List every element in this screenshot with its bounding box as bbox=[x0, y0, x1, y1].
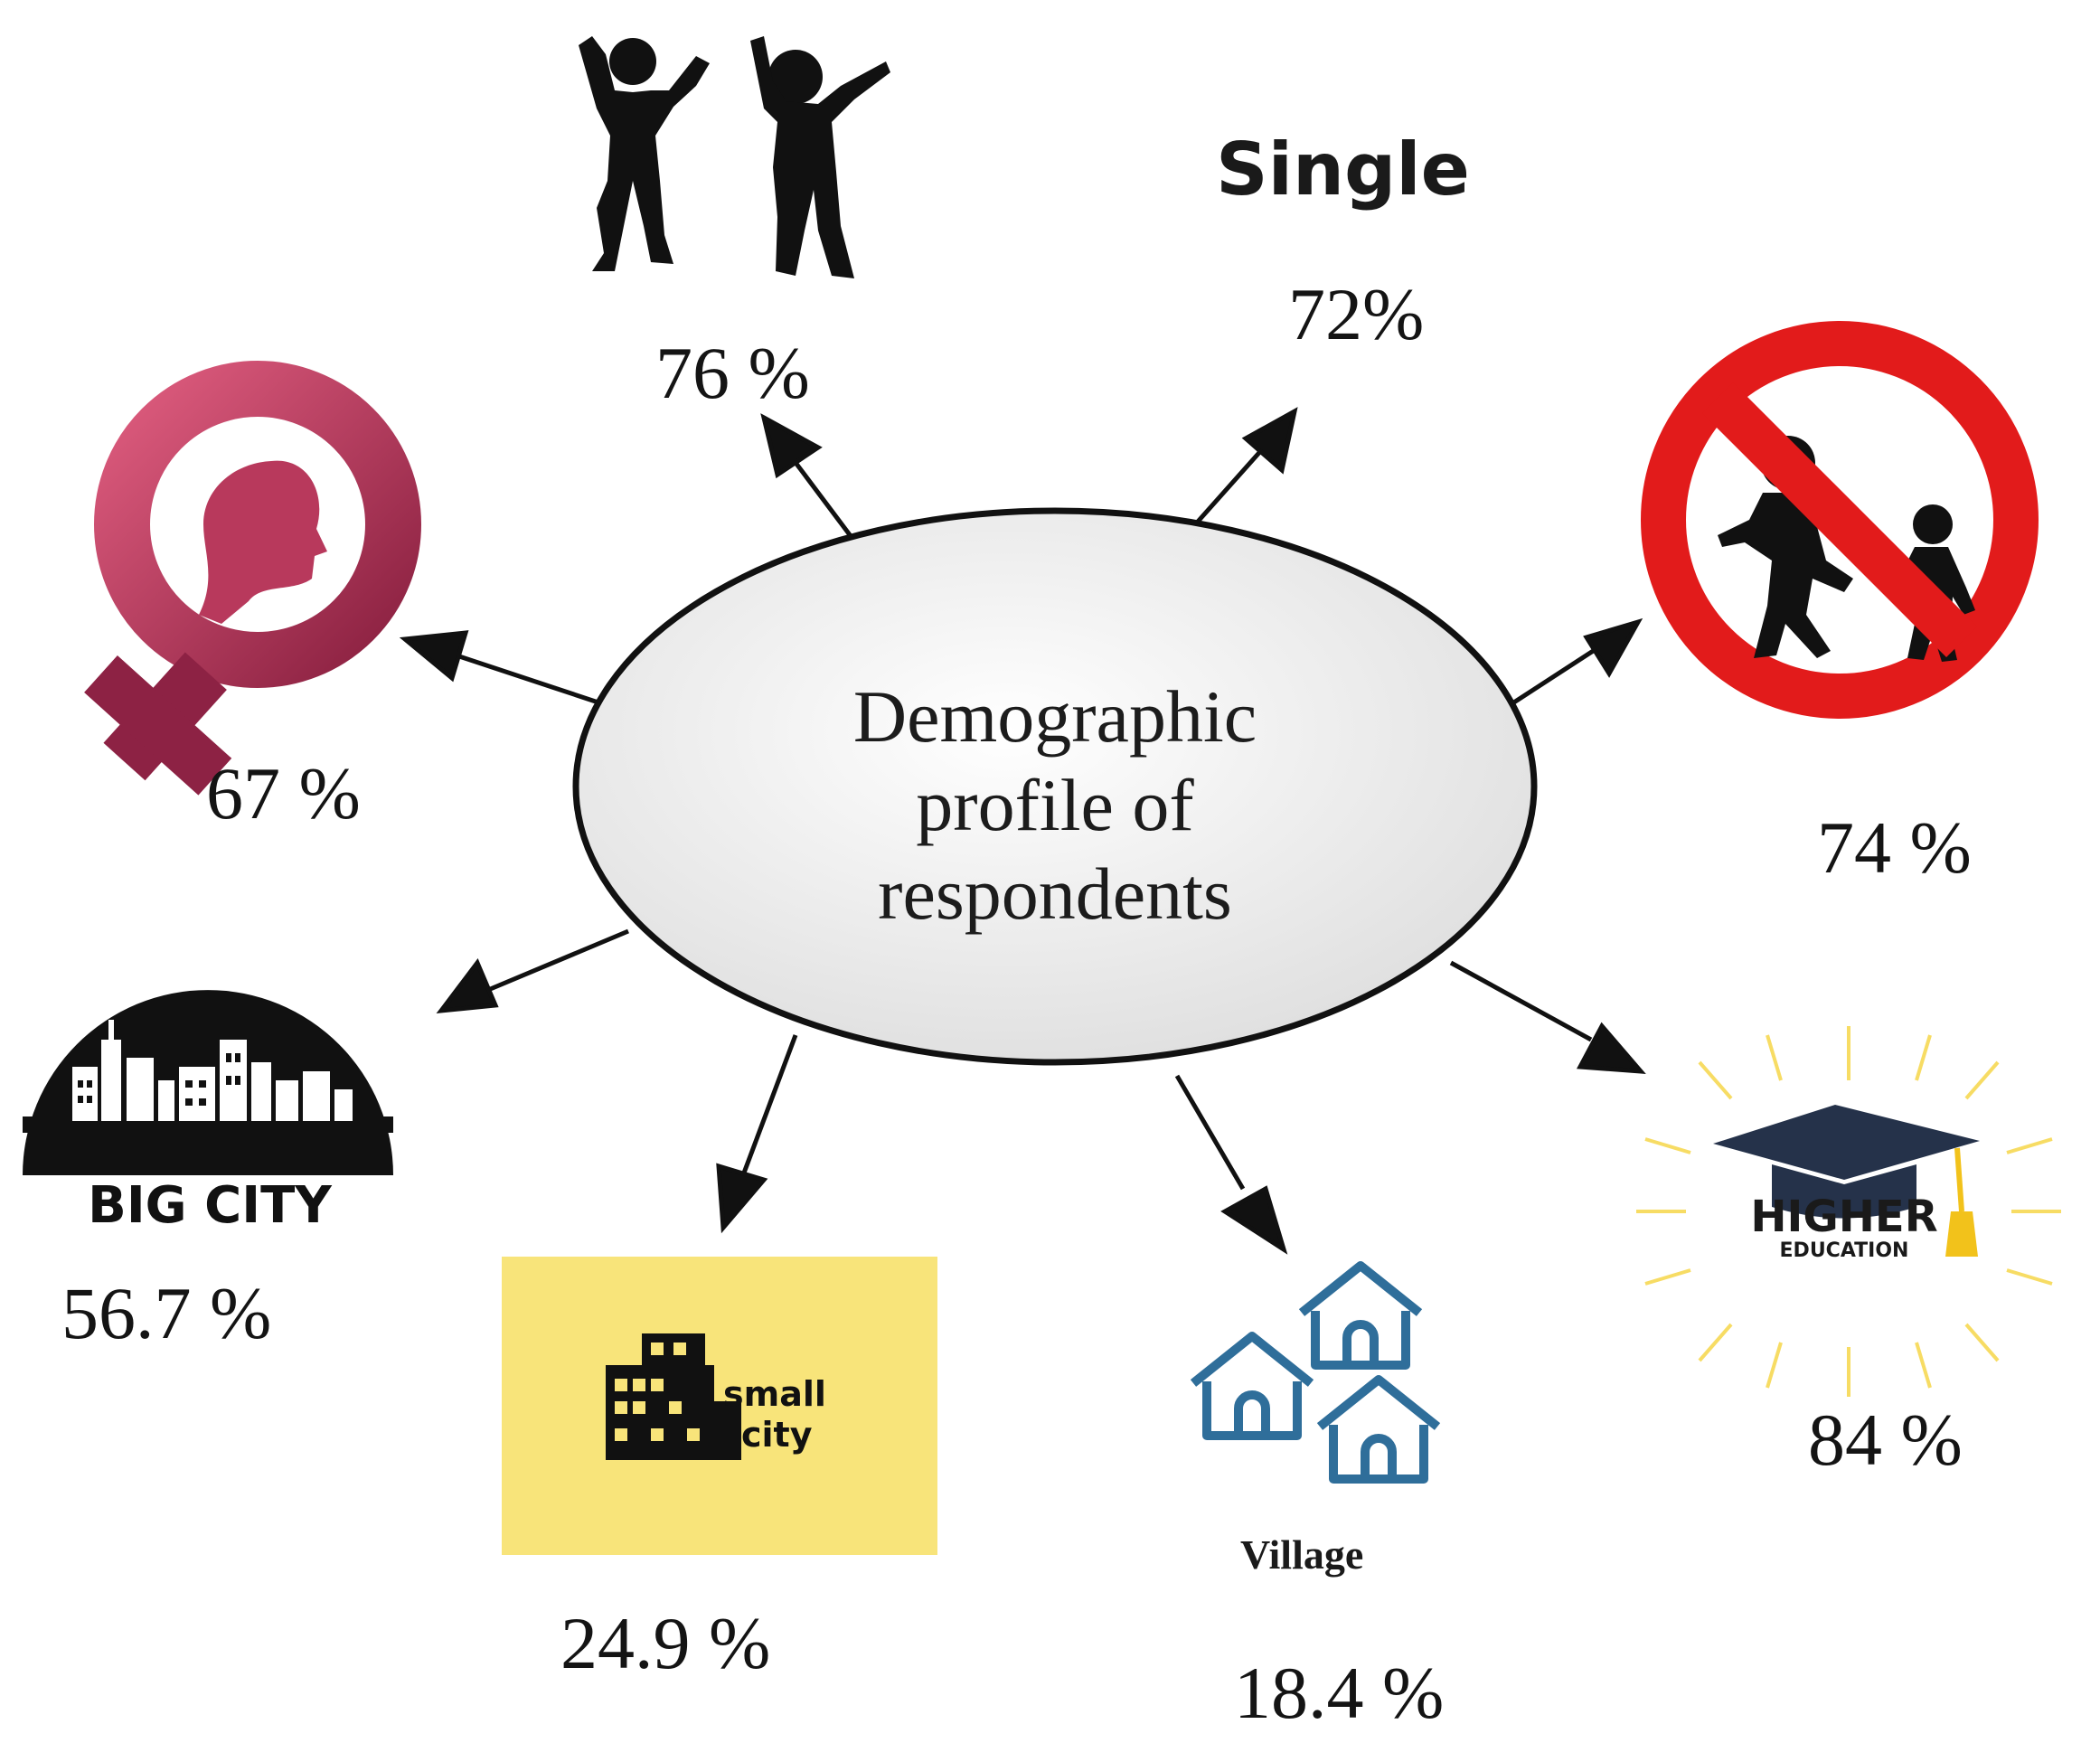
big-city-value: 56.7 % bbox=[61, 1272, 271, 1354]
higher-education-node: HIGHER EDUCATION 84 % bbox=[1636, 1026, 2061, 1481]
village-value: 18.4 % bbox=[1234, 1652, 1444, 1734]
village-node: Village 18.4 % bbox=[1190, 1261, 1444, 1734]
female-value: 67 % bbox=[206, 752, 361, 834]
dancing-people-icon bbox=[579, 36, 890, 278]
no-children-value: 74 % bbox=[1817, 806, 1972, 889]
small-city-buildings-icon bbox=[606, 1333, 741, 1460]
higher-education-value: 84 % bbox=[1808, 1399, 1963, 1481]
female-node: 67 % bbox=[84, 361, 421, 834]
arrow-to-big-city bbox=[436, 928, 629, 1014]
arrow-to-female bbox=[399, 630, 616, 711]
big-city-label: BIG CITY bbox=[88, 1176, 333, 1235]
village-label: Village bbox=[1240, 1531, 1363, 1578]
small-city-node: small city 24.9 % bbox=[502, 1257, 937, 1684]
single-node: Single 72% bbox=[1216, 127, 1470, 355]
arrow-to-small-city bbox=[716, 1034, 798, 1234]
small-city-label-line-1: small bbox=[723, 1374, 826, 1414]
center-title-line-1: Demographic bbox=[853, 675, 1257, 758]
city-skyline-icon bbox=[23, 990, 393, 1175]
small-city-label-line-2: city bbox=[741, 1415, 813, 1455]
village-houses-icon bbox=[1190, 1261, 1441, 1484]
center-title-line-2: profile of bbox=[916, 764, 1194, 846]
small-city-value: 24.9 % bbox=[560, 1602, 770, 1684]
arrow-to-village bbox=[1174, 1074, 1288, 1255]
arrows bbox=[399, 407, 1646, 1255]
single-label: Single bbox=[1216, 127, 1470, 212]
sunburst-rays bbox=[1636, 1026, 2061, 1397]
big-city-node: BIG CITY 56.7 % bbox=[23, 990, 393, 1354]
higher-education-label-line-2: EDUCATION bbox=[1780, 1239, 1909, 1262]
center-title-line-3: respondents bbox=[878, 853, 1232, 935]
youth-node: 76 % bbox=[579, 36, 890, 414]
no-children-icon bbox=[1641, 321, 2039, 719]
graduation-cap-icon bbox=[1713, 1105, 1980, 1257]
higher-education-label-line-1: HIGHER bbox=[1750, 1192, 1937, 1242]
arrow-to-no-children bbox=[1508, 617, 1643, 708]
youth-value: 76 % bbox=[655, 332, 810, 414]
no-children-node: 74 % bbox=[1641, 321, 2039, 889]
female-sign-icon bbox=[84, 361, 421, 796]
single-value: 72% bbox=[1288, 273, 1424, 355]
center-node: Demographic profile of respondents bbox=[572, 507, 1538, 1066]
arrow-to-higher-education bbox=[1449, 960, 1646, 1074]
